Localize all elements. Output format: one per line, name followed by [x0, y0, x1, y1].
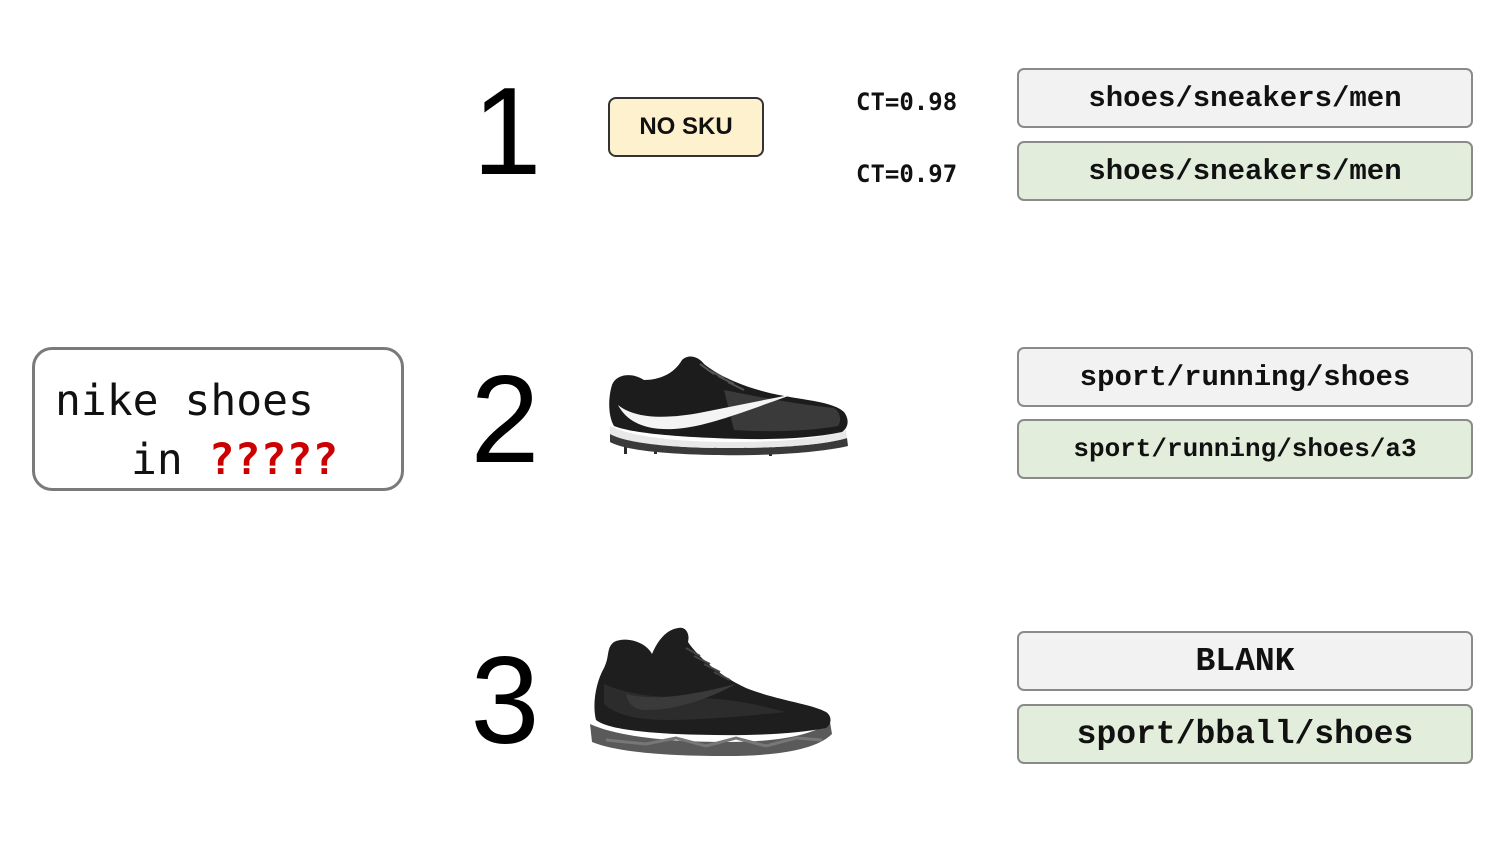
query-text-prefix: in: [131, 435, 209, 485]
category-box-3b: sport/bball/shoes: [1017, 704, 1473, 764]
row-number-2: 2: [470, 351, 540, 489]
category-box-2a: sport/running/shoes: [1017, 347, 1473, 407]
query-text-line1: nike shoes: [55, 376, 314, 426]
basketball-shoe-image: [590, 627, 832, 756]
confidence-score-1b: CT=0.97: [856, 160, 958, 188]
query-text-line2: in ?????: [131, 435, 338, 485]
query-box: nike shoes in ?????: [32, 347, 404, 491]
category-box-1a: shoes/sneakers/men: [1017, 68, 1473, 128]
running-spike-shoe-image: [609, 356, 848, 456]
row-number-1: 1: [472, 63, 542, 201]
row-number-3: 3: [470, 632, 540, 770]
category-box-2b: sport/running/shoes/a3: [1017, 419, 1473, 479]
query-unknown-mark: ?????: [208, 435, 339, 485]
category-box-1b: shoes/sneakers/men: [1017, 141, 1473, 201]
category-box-3a: BLANK: [1017, 631, 1473, 691]
confidence-score-1a: CT=0.98: [856, 88, 958, 116]
no-sku-badge: NO SKU: [608, 97, 764, 157]
